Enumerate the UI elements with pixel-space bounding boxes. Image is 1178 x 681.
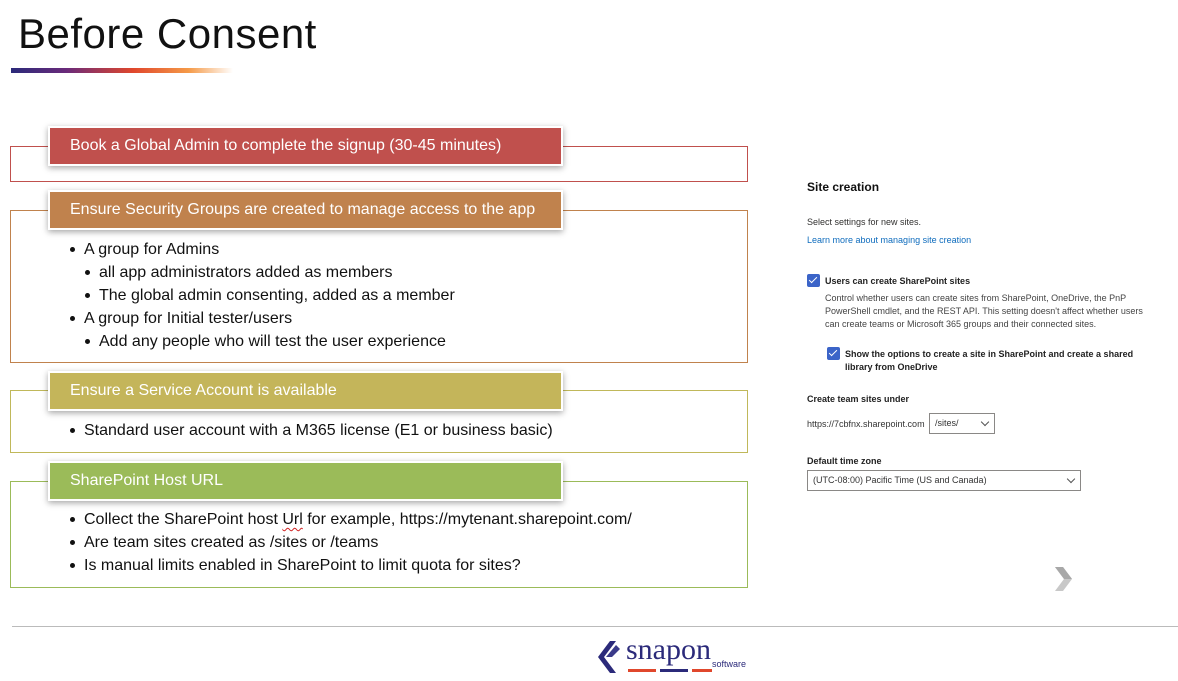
logo-tagline: software	[712, 659, 746, 669]
misspelled-word: Url	[282, 511, 303, 528]
users-can-create-label: Users can create SharePoint sites	[825, 276, 971, 286]
users-can-create-help: Control whether users can create sites f…	[825, 293, 1143, 329]
bullet-text: for example, https://mytenant.sharepoint…	[302, 511, 632, 528]
site-creation-description: Select settings for new sites.	[807, 217, 922, 227]
snapon-logo: snapon software	[598, 633, 746, 673]
security-groups-list: A group for Admins all app administrator…	[70, 238, 455, 353]
show-options-label: Show the options to create a site in Sha…	[845, 349, 1134, 372]
section-box-security-groups	[10, 210, 748, 363]
time-zone-label: Default time zone	[807, 456, 882, 466]
next-arrow-icon[interactable]	[1052, 565, 1076, 593]
logo-wordmark: snapon	[626, 633, 711, 666]
chevron-down-icon	[1066, 474, 1076, 484]
list-item: Add any people who will test the user ex…	[85, 330, 455, 353]
bullet-text: Collect the SharePoint host	[84, 511, 283, 528]
list-item: all app administrators added as members	[85, 261, 455, 284]
sharepoint-host-list: Collect the SharePoint host Url for exam…	[70, 508, 632, 577]
site-creation-panel: Site creation Select settings for new si…	[800, 170, 1160, 530]
section-header-global-admin: Book a Global Admin to complete the sign…	[48, 126, 563, 166]
section-header-sharepoint-host: SharePoint Host URL	[48, 461, 563, 501]
list-item: A group for Initial tester/users	[70, 307, 455, 330]
show-options-checkbox[interactable]	[827, 347, 840, 360]
section-header-security-groups: Ensure Security Groups are created to ma…	[48, 190, 563, 230]
team-sites-label: Create team sites under	[807, 394, 910, 404]
list-item: Collect the SharePoint host Url for exam…	[70, 508, 632, 531]
list-item: Standard user account with a M365 licens…	[70, 419, 553, 442]
logo-mark-icon	[598, 641, 620, 673]
list-item: Are team sites created as /sites or /tea…	[70, 531, 632, 554]
chevron-down-icon	[980, 417, 990, 427]
site-creation-title: Site creation	[807, 180, 880, 194]
host-url: https://7cbfnx.sharepoint.com	[807, 419, 925, 429]
footer-divider	[12, 626, 1178, 627]
list-item: The global admin consenting, added as a …	[85, 284, 455, 307]
list-item: A group for Admins	[70, 238, 455, 261]
sites-path-value: /sites/	[935, 418, 959, 428]
time-zone-value: (UTC-08:00) Pacific Time (US and Canada)	[813, 475, 987, 485]
title-underline	[11, 68, 233, 73]
list-item: Is manual limits enabled in SharePoint t…	[70, 554, 632, 577]
sites-path-dropdown[interactable]: /sites/	[929, 413, 995, 434]
slide-title: Before Consent	[18, 10, 317, 57]
learn-more-link[interactable]: Learn more about managing site creation	[807, 235, 972, 245]
users-can-create-checkbox[interactable]	[807, 274, 820, 287]
section-header-service-account: Ensure a Service Account is available	[48, 371, 563, 411]
time-zone-dropdown[interactable]: (UTC-08:00) Pacific Time (US and Canada)	[807, 470, 1081, 491]
service-account-list: Standard user account with a M365 licens…	[70, 419, 553, 442]
